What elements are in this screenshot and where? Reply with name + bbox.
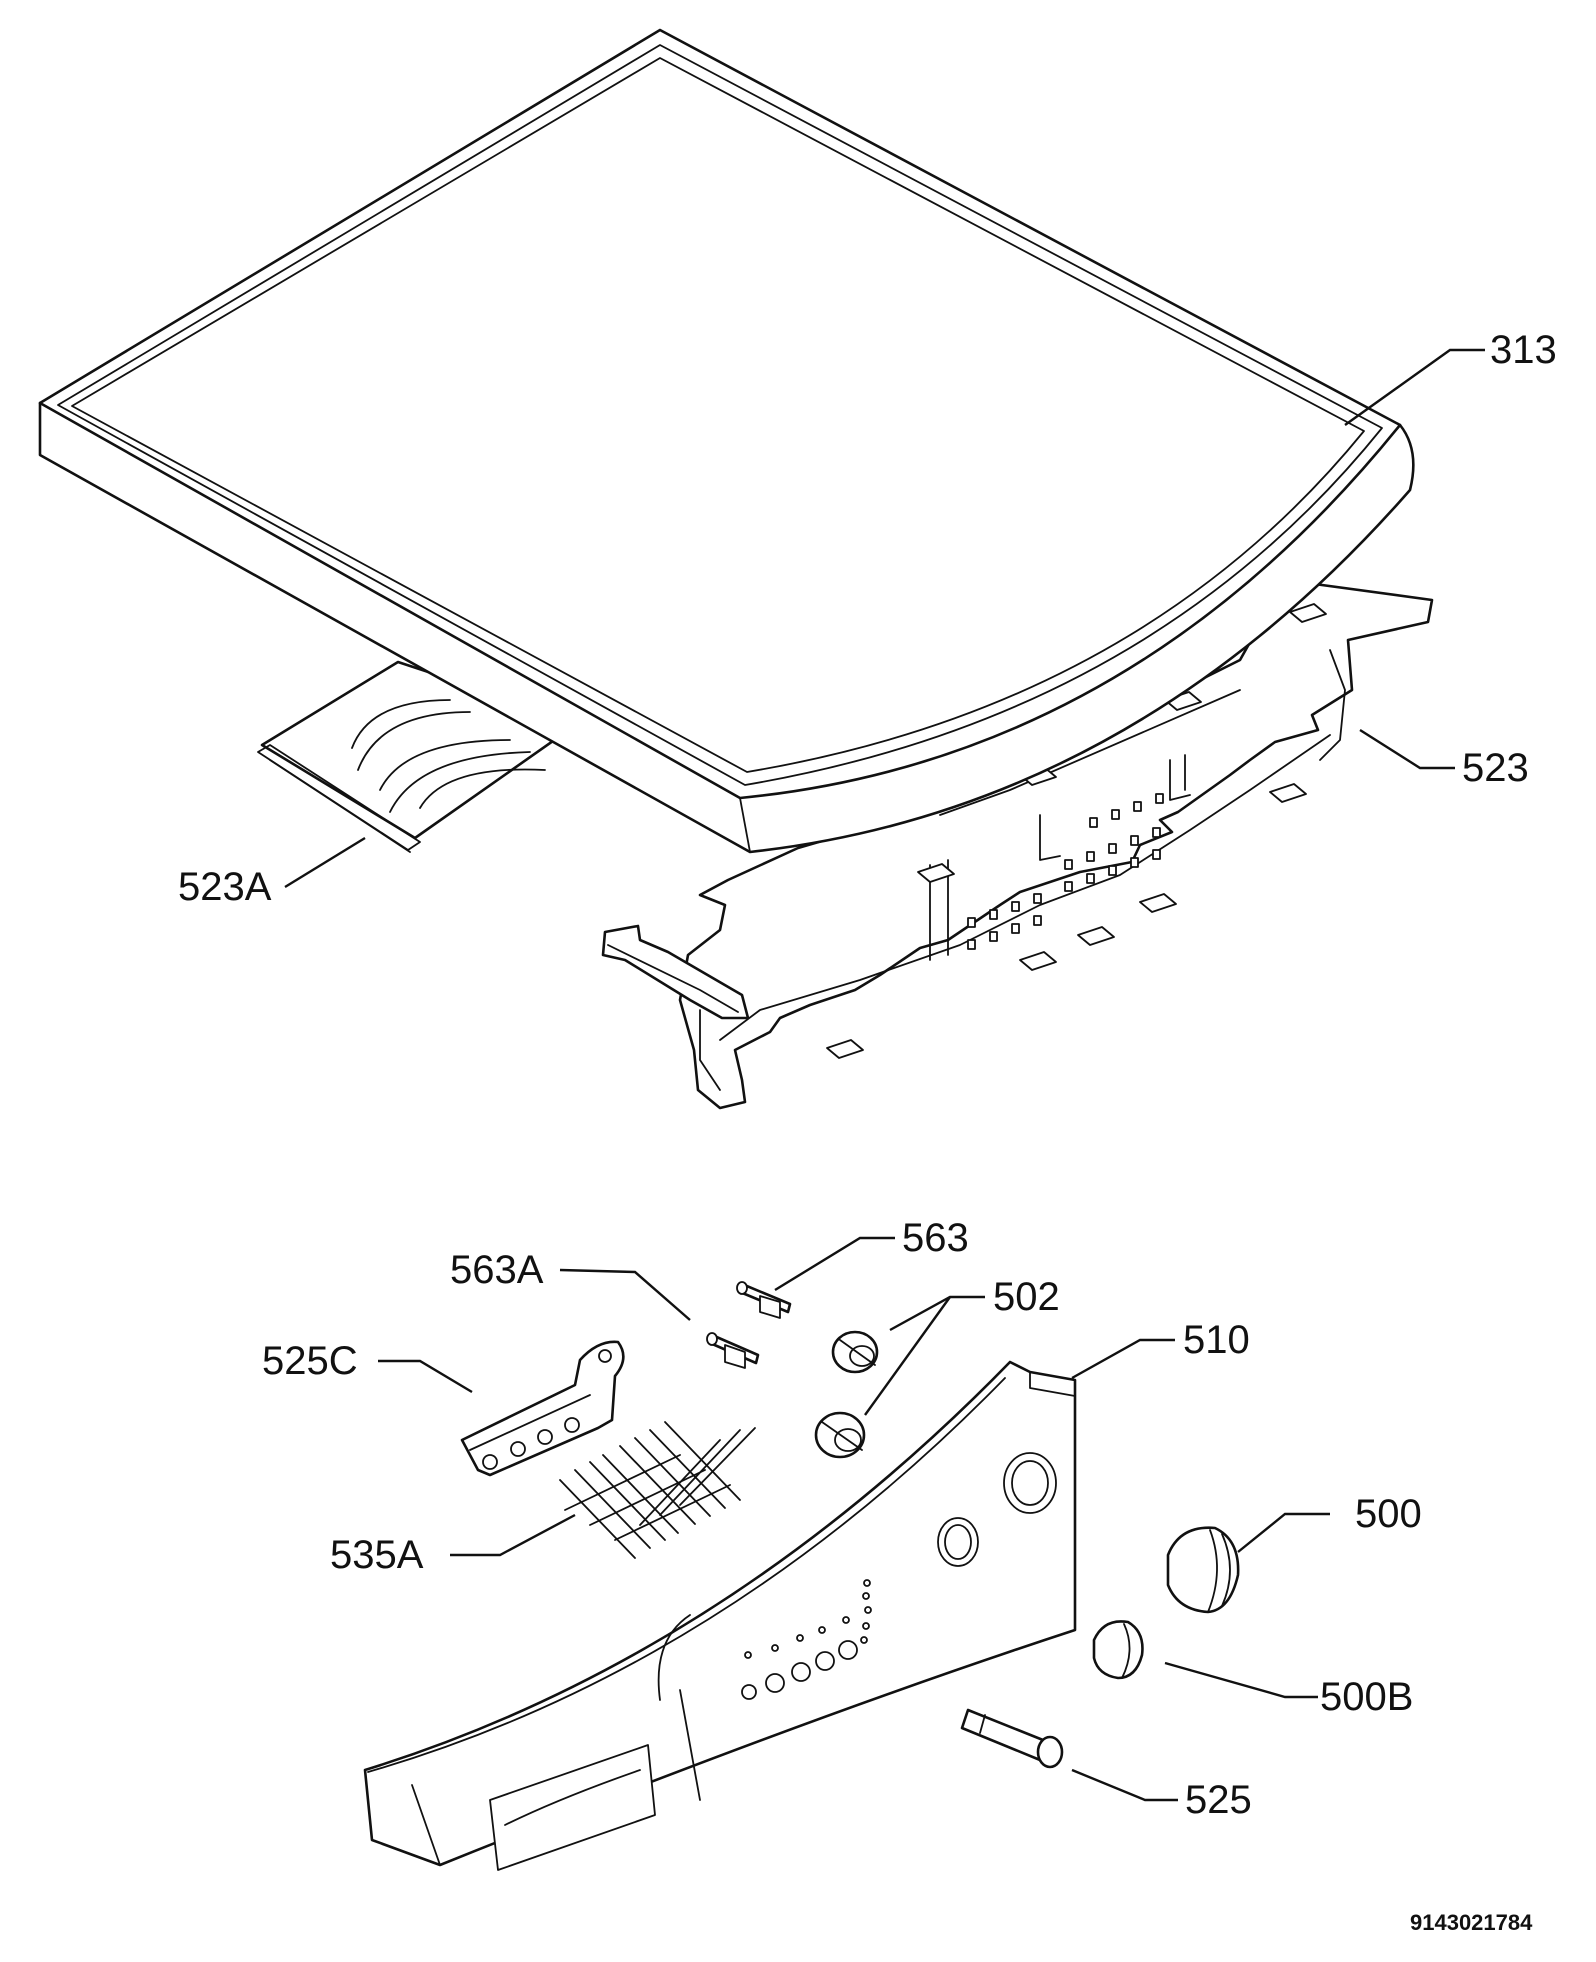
callout-523a: 523A <box>178 865 272 909</box>
callout-313: 313 <box>1490 328 1557 372</box>
leader-523a <box>284 836 366 889</box>
part-502-spindle-upper <box>831 1330 879 1374</box>
leader-523 <box>1359 728 1455 770</box>
callout-510: 510 <box>1183 1318 1250 1362</box>
leader-563a <box>559 1268 691 1321</box>
leader-525c <box>378 1359 473 1394</box>
callout-525: 525 <box>1185 1778 1252 1822</box>
part-525-push-rod <box>960 1708 1064 1769</box>
callout-502: 502 <box>993 1275 1060 1319</box>
callout-563: 563 <box>902 1216 969 1260</box>
part-535a-light-guides <box>559 1421 756 1559</box>
callout-535a: 535A <box>330 1533 424 1577</box>
callout-500b: 500B <box>1320 1675 1413 1719</box>
leader-535a <box>450 1513 576 1557</box>
part-313-top-lid <box>38 28 1415 854</box>
part-525c-bracket <box>460 1340 625 1477</box>
part-502-spindle-lower <box>814 1411 866 1459</box>
leader-525 <box>1071 1768 1178 1802</box>
drawing-number: 9143021784 <box>1410 1910 1533 1935</box>
callout-563a: 563A <box>450 1248 544 1292</box>
part-523-panel-frame <box>601 578 1434 1110</box>
part-563-pin <box>736 1281 792 1319</box>
leader-500b <box>1164 1661 1318 1699</box>
callout-525c: 525C <box>262 1339 358 1383</box>
leader-510 <box>1071 1338 1175 1380</box>
part-563a-pin <box>706 1332 760 1369</box>
vent-holes <box>967 793 1164 950</box>
leader-lines <box>284 348 1485 1802</box>
leader-502b <box>864 1296 951 1416</box>
part-510-front-fascia <box>363 1360 1077 1871</box>
leader-313 <box>1344 348 1485 426</box>
callout-500: 500 <box>1355 1492 1422 1536</box>
leader-563 <box>774 1236 895 1292</box>
callout-523: 523 <box>1462 746 1529 790</box>
part-500-knob <box>1166 1526 1240 1614</box>
leader-500 <box>1237 1512 1330 1553</box>
callout-labels: 313 523 523A 563 563A 502 510 525C 535A … <box>178 328 1557 1935</box>
part-500b-knob <box>1092 1620 1144 1680</box>
